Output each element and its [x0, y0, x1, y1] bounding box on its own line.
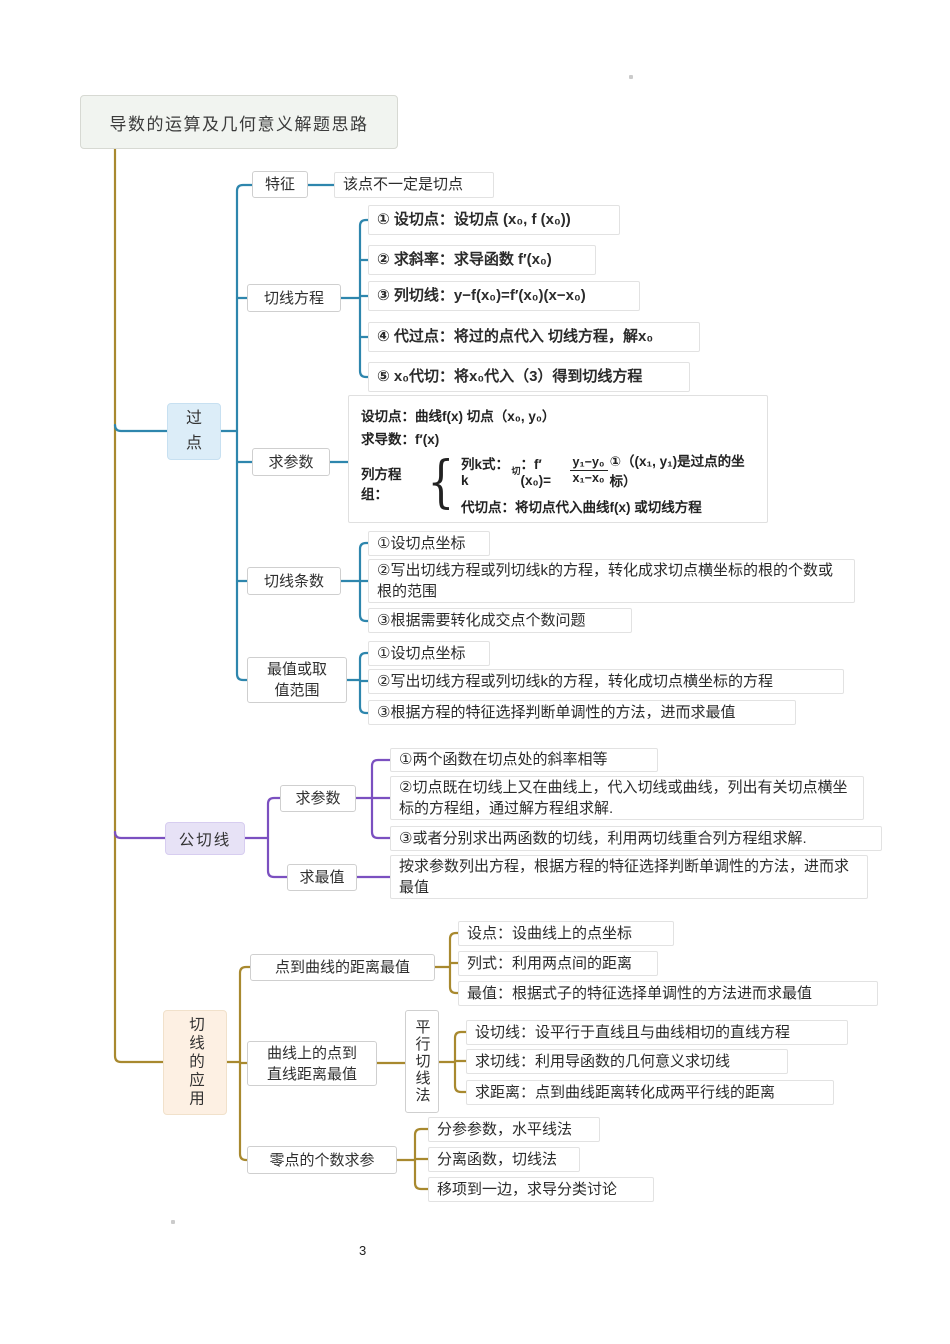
node-quxian-dian-dao-zhixian: 曲线上的点到直线距离最值: [247, 1041, 377, 1086]
leaf-ddqx-step3: 最值：根据式子的特征选择单调性的方法进而求最值: [458, 981, 878, 1006]
leaf-gqx-step1: ①两个函数在切点处的斜率相等: [390, 748, 658, 772]
branch-guodian: 过点: [167, 403, 221, 460]
stray-mark: [171, 1220, 175, 1224]
page-number: 3: [359, 1243, 367, 1258]
leaf-zz-step2: ②写出切线方程或列切线k的方程，转化成切点横坐标的方程: [368, 669, 844, 694]
qcs-line4: 代切点：将切点代入曲线f(x) 或切线方程: [461, 500, 702, 515]
leaf-qxts-step2: ②写出切线方程或列切线k的方程，转化成求切点横坐标的根的个数或根的范围: [368, 559, 855, 603]
qcs-line1: 设切点：曲线f(x) 切点（x₀, y₀）: [361, 409, 556, 424]
node-pingxing-qiexianfa: 平行切线法: [405, 1010, 439, 1113]
leaf-qxd-step1: 设切线：设平行于直线且与曲线相切的直线方程: [466, 1020, 848, 1045]
leaf-gqx-zuizhi-note: 按求参数列出方程，根据方程的特征选择判断单调性的方法，进而求最值: [390, 855, 868, 899]
node-gqx-qiu-zuizhi: 求最值: [287, 864, 357, 891]
leaf-gqx-step3: ③或者分别求出两函数的切线，利用两切线重合列方程组求解.: [390, 826, 882, 851]
leaf-ld-step3: 移项到一边，求导分类讨论: [428, 1177, 654, 1202]
root-title: 导数的运算及几何意义解题思路: [109, 114, 369, 134]
leaf-qxfc-step5: ⑤ x₀代切：将x₀代入（3）得到切线方程: [368, 362, 690, 392]
node-lingdian: 零点的个数求参: [247, 1146, 397, 1174]
node-dian-dao-quxian: 点到曲线的距离最值: [250, 954, 435, 981]
stray-mark: [629, 75, 633, 79]
leaf-qxfc-step2: ② 求斜率：求导函数 f′(x₀): [368, 245, 596, 275]
leaf-qxts-step1: ①设切点坐标: [368, 531, 490, 556]
leaf-qxfc-step1: ① 设切点：设切点 (x₀, f (x₀)): [368, 205, 620, 235]
branch-gongqiexian: 公切线: [165, 822, 245, 855]
leaf-qxfc-step4: ④ 代过点：将过的点代入 切线方程，解x₀: [368, 322, 700, 352]
leaf-qiu-canshu-detail: 设切点：曲线f(x) 切点（x₀, y₀） 求导数：f′(x) 列方程组： { …: [348, 395, 768, 523]
node-qiu-canshu: 求参数: [252, 448, 330, 476]
leaf-gqx-step2: ②切点既在切线上又在曲线上，代入切线或曲线，列出有关切点横坐标的方程组，通过解方…: [390, 776, 864, 820]
leaf-ddqx-step2: 列式：利用两点间的距离: [458, 951, 658, 976]
node-qiexian-fangcheng: 切线方程: [247, 284, 341, 312]
branch-yingyong: 切线的应用: [163, 1010, 227, 1115]
leaf-ddqx-step1: 设点：设曲线上的点坐标: [458, 921, 674, 946]
brace-glyph: {: [427, 450, 455, 516]
leaf-qxfc-step3: ③ 列切线：y−f(x₀)=f′(x₀)(x−x₀): [368, 281, 640, 311]
qcs-line2: 求导数：f′(x): [361, 431, 440, 447]
leaf-zz-step3: ③根据方程的特征选择判断单调性的方法，进而求最值: [368, 700, 796, 725]
branch-guodian-label: 过点: [185, 409, 202, 452]
fraction: y₁−y₀ x₁−x₀: [569, 455, 608, 485]
node-tezheng: 特征: [252, 171, 308, 198]
node-gqx-qiu-canshu: 求参数: [280, 785, 356, 812]
leaf-qxts-step3: ③根据需要转化成交点个数问题: [368, 608, 632, 633]
leaf-ld-step2: 分离函数，切线法: [428, 1147, 580, 1172]
leaf-qxd-step3: 求距离：点到曲线距离转化成两平行线的距离: [466, 1080, 834, 1105]
leaf-tezheng-note: 该点不一定是切点: [334, 172, 494, 198]
qcs-system-label: 列方程组：: [361, 467, 402, 502]
leaf-ld-step1: 分参参数，水平线法: [428, 1117, 600, 1142]
node-zuizhi-fanwei: 最值或取值范围: [247, 657, 347, 703]
leaf-zz-step1: ①设切点坐标: [368, 641, 490, 666]
node-qiexian-tiaoshu: 切线条数: [247, 567, 341, 595]
root-node: 导数的运算及几何意义解题思路: [80, 95, 398, 149]
leaf-qxd-step2: 求切线：利用导函数的几何意义求切线: [466, 1049, 788, 1074]
